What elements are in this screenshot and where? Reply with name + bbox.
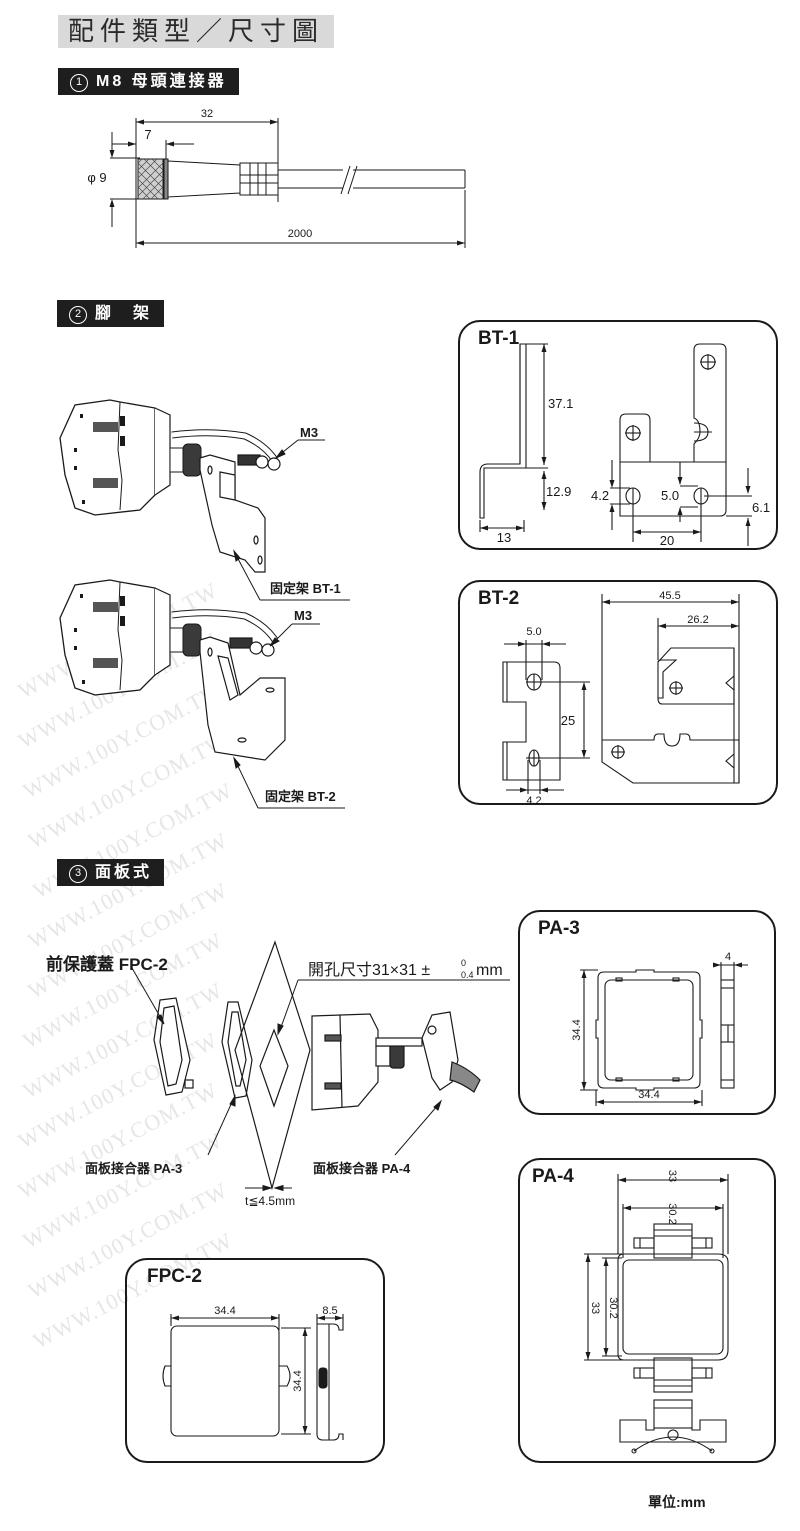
pa4-detail-panel: PA-4 xyxy=(518,1158,776,1463)
bt1-dim-12-9: 12.9 xyxy=(546,484,571,499)
cutout-tol-upper: 0 xyxy=(461,958,466,968)
pa4-dim-inner-height: 30.2 xyxy=(607,1297,619,1318)
fpc2-dim-depth: 8.5 xyxy=(322,1305,337,1317)
bt2-dim-25: 25 xyxy=(561,713,575,728)
panel-thickness: t≦4.5mm xyxy=(245,1194,295,1208)
bt1-detail-panel: BT-1 xyxy=(458,320,778,550)
bt1-dim-4-2: 4.2 xyxy=(591,488,609,503)
section-label: M8 母頭連接器 xyxy=(96,73,227,90)
dim-label-7: 7 xyxy=(144,127,151,142)
pa4-dim-inner-width: 30.2 xyxy=(666,1203,678,1224)
callout-fpc2: 前保護蓋 FPC-2 xyxy=(46,954,168,974)
pa4-dim-outer-height: 33 xyxy=(589,1302,601,1314)
fpc2-dim-height: 34.4 xyxy=(292,1370,304,1391)
bt1-dim-20: 20 xyxy=(660,533,674,548)
bt1-dimension-drawing: 37.1 12.9 13 4.2 5.0 20 6.1 xyxy=(479,343,770,548)
cutout-text: 開孔尺寸31×31 ± xyxy=(308,961,430,979)
bt2-dim-45-5: 45.5 xyxy=(659,590,680,602)
pa3-detail-panel: PA-3 xyxy=(518,910,776,1115)
screw-label-m3-1: M3 xyxy=(300,425,318,440)
bracket-illustration: M3 固定架 BT-1 M3 固定架 BT-2 xyxy=(60,400,350,809)
bt2-detail-panel: BT-2 xyxy=(458,580,778,805)
fpc2-title: FPC-2 xyxy=(147,1266,202,1287)
callout-bt2: 固定架 BT-2 xyxy=(265,789,336,804)
bt2-dim-4-2: 4.2 xyxy=(526,795,541,807)
dim-label-32: 32 xyxy=(201,108,213,120)
pa3-dim-width: 34.4 xyxy=(638,1089,659,1101)
bt2-bracket-illustration xyxy=(199,636,286,761)
cutout-unit: mm xyxy=(476,962,503,979)
fpc2-detail-panel: FPC-2 xyxy=(125,1258,385,1463)
bt2-dimension-drawing: 5.0 25 4.2 45.5 26.2 xyxy=(502,590,740,807)
section-header-m8-connector: 1 M8 母頭連接器 xyxy=(58,68,239,95)
pa4-dimension-drawing: 33 30.2 33 30.2 xyxy=(584,1170,729,1454)
section-label: 面板式 xyxy=(95,864,153,881)
fpc2-dim-width: 34.4 xyxy=(214,1305,235,1317)
dim-label-2000: 2000 xyxy=(288,228,312,240)
unit-note: 單位:mm xyxy=(648,1494,706,1510)
section-number: 1 xyxy=(70,74,88,92)
m8-connector-drawing: 32 7 φ 9 2000 xyxy=(87,108,466,248)
pa3-title: PA-3 xyxy=(538,918,580,939)
section-label: 腳 架 xyxy=(95,305,153,322)
panel-cutout xyxy=(259,1028,289,1108)
dim-label-diameter: φ 9 xyxy=(87,170,106,185)
pa3-dim-height: 34.4 xyxy=(571,1019,583,1040)
bt1-dim-5-0: 5.0 xyxy=(661,488,679,503)
callout-pa3: 面板接合器 PA-3 xyxy=(85,1161,182,1176)
section-header-bracket: 2 腳 架 xyxy=(57,300,165,327)
bt2-dim-26-2: 26.2 xyxy=(687,614,708,626)
bt2-dim-5-0: 5.0 xyxy=(526,626,541,638)
bt1-title: BT-1 xyxy=(478,328,520,349)
callout-cutout-size: 開孔尺寸31×31 ± xyxy=(308,961,430,979)
pa4-title: PA-4 xyxy=(532,1166,574,1187)
sensor-illustration xyxy=(311,1013,379,1111)
bt1-dim-37-1: 37.1 xyxy=(548,396,573,411)
screw-label-m3-2: M3 xyxy=(294,608,312,623)
cutout-tol-lower: 0.4 xyxy=(461,970,474,980)
pa3-dim-depth: 4 xyxy=(725,951,731,963)
callout-pa4: 面板接合器 PA-4 xyxy=(313,1161,411,1176)
bt1-dim-13: 13 xyxy=(497,530,511,545)
section-number: 3 xyxy=(69,865,87,883)
panel-mount-exploded-view: 前保護蓋 FPC-2 開孔尺寸31×31 ± 0 0.4 mm 面板接合器 PA… xyxy=(46,940,510,1208)
callout-bt1: 固定架 BT-1 xyxy=(270,581,341,596)
pa4-dim-outer-width: 33 xyxy=(666,1170,678,1182)
fpc2-dimension-drawing: 34.4 34.4 8.5 xyxy=(162,1305,344,1441)
section-number: 2 xyxy=(69,306,87,324)
pa3-dimension-drawing: 34.4 34.4 4 xyxy=(571,951,748,1106)
bt2-title: BT-2 xyxy=(478,588,520,609)
bt1-bracket-illustration xyxy=(199,454,281,573)
section-header-panel-mount: 3 面板式 xyxy=(57,859,165,886)
page-title: 配件類型／尺寸圖 xyxy=(58,15,335,48)
bt1-dim-6-1: 6.1 xyxy=(752,500,770,515)
